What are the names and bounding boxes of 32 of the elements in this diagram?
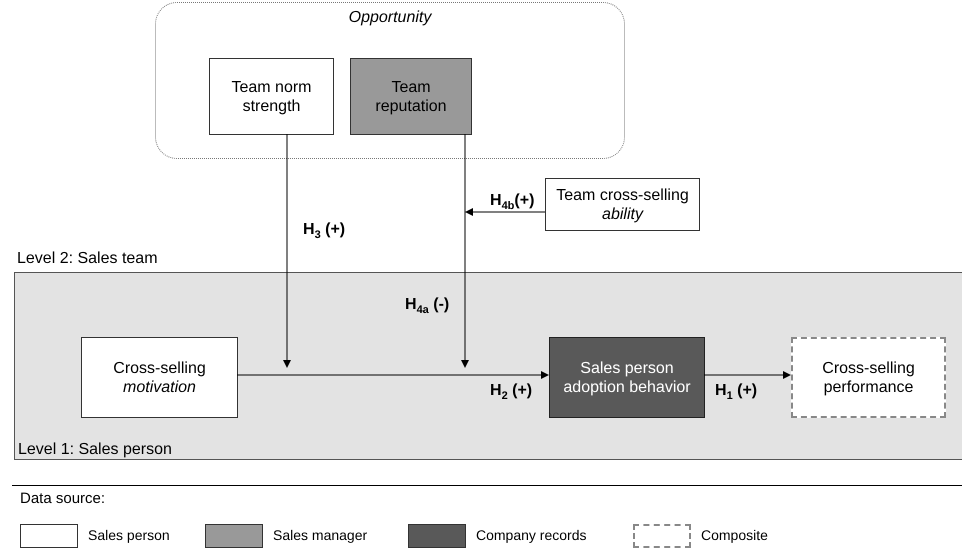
arrow: [461, 134, 469, 368]
level-band: [14, 272, 962, 460]
legend-label: Composite: [701, 527, 768, 543]
edge-label: H$_{3}$ (+): [303, 221, 346, 242]
box-label: Team reputation: [374, 78, 448, 116]
arrow: [704, 371, 791, 379]
edge-label: H$_{4a}$ (-): [405, 296, 450, 316]
edge-label: H$_{1}$ (+): [715, 382, 758, 402]
arrow: [283, 134, 291, 368]
process-box: [81, 337, 238, 418]
process-box: [791, 337, 946, 418]
process-box: [350, 58, 472, 135]
process-box: [209, 58, 334, 135]
box-label: Team cross-selling ability: [555, 186, 690, 224]
legend-label: Sales person: [88, 527, 170, 543]
group-title: Opportunity: [348, 8, 432, 27]
box-label: Team norm strength: [230, 78, 313, 116]
box-label: Cross-selling motivation: [112, 358, 207, 396]
box-label: Cross-selling performance: [821, 358, 916, 396]
process-box: [545, 178, 700, 231]
arrow: [236, 371, 549, 379]
edge-label: H$_{4b}$(+): [490, 192, 534, 212]
group-box: [155, 2, 625, 159]
edge-label: H$_{2}$ (+): [490, 382, 532, 402]
legend-label: Sales manager: [273, 527, 368, 543]
legend-title: Data source:: [20, 490, 106, 507]
legend-label: Company records: [476, 527, 586, 543]
level-title: Level 2: Sales team: [17, 250, 158, 268]
box-label: Sales person adoption behavior: [562, 358, 692, 396]
arrow: [465, 208, 546, 216]
level-title: Level 1: Sales person: [18, 440, 172, 459]
process-box: [549, 337, 705, 418]
